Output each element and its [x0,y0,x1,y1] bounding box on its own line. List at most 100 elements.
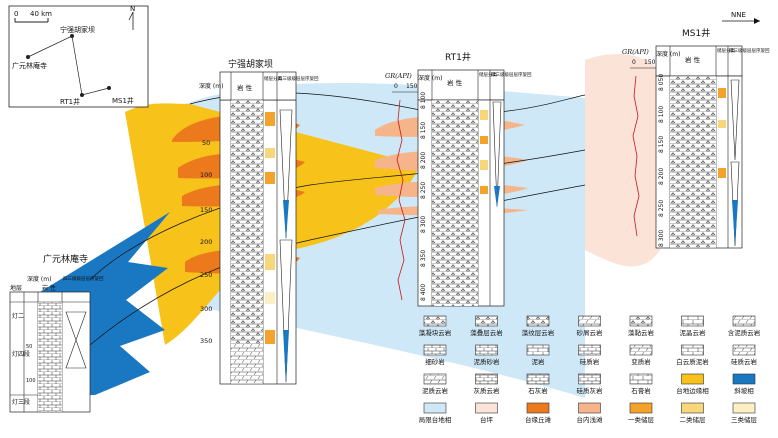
legend-swatch-20 [732,373,756,385]
rt1-gr-min: 0 [394,83,398,90]
guangyuan-formation-1: 灯二 [12,312,24,320]
legend-label-1: 藻叠层云岩 [470,328,503,337]
ningqiang-col-depth: 深度 (m) [199,82,223,90]
rt1-depth-tick-2: 8 150 [420,122,427,139]
guangyuan-formation-2: 灯四段 [12,350,30,358]
legend: 藻凝块云岩藻叠层云岩藻纹层云岩砂屑云岩藻黏云岩泥晶云岩含泥质云岩细砂岩泥质砂岩泥… [419,315,761,424]
legend-swatch-14 [423,373,447,385]
legend-swatch-12 [681,344,704,356]
guangyuan-col-seq: 四三级级层层序旋回 [63,275,104,282]
legend-swatch-1 [475,315,498,327]
legend-label-27: 三类储层 [731,415,758,424]
legend-label-26: 二类储层 [680,415,707,424]
rt1-col-lith: 岩 性 [447,78,463,87]
ningqiang-depth-tick-1: 50 [202,139,210,147]
ningqiang-depth-tick-5: 250 [200,271,212,279]
rt1-gr-label: GR(API) [385,72,412,80]
direction-label: NNE [731,11,746,19]
legend-swatch-9 [526,344,550,356]
legend-label-11: 变质岩 [631,357,651,366]
legend-label-5: 泥晶云岩 [680,328,707,337]
section-ms1: MS1井 GR(API) 0 150 深度 (m) 岩 性 储层分类 四三级级层… [622,27,770,249]
ningqiang-depth-tick-7: 350 [200,337,212,345]
legend-swatch-8 [475,344,498,356]
legend-swatch-22 [475,402,498,414]
guangyuan-title: 广元林庵寺 [43,253,88,265]
ms1-depth-tick-2: 8 100 [658,106,665,123]
ningqiang-depth-tick-4: 200 [200,238,212,246]
ms1-gr-max: 150 [644,59,656,66]
legend-swatch-19 [681,373,704,385]
legend-label-24: 台内浅滩 [577,415,604,424]
guangyuan-formation-3: 灯三段 [12,398,30,406]
rt1-depth-tick-1: 8 100 [420,92,427,109]
legend-label-23: 台缘丘滩 [525,415,552,424]
north-label: N [130,5,135,13]
legend-label-20: 斜坡相 [734,386,754,395]
legend-label-13: 硅质云岩 [731,357,758,366]
legend-label-16: 石灰岩 [528,386,548,395]
ms1-title: MS1井 [682,27,710,39]
legend-swatch-21 [423,402,447,414]
rt1-col-seq: 四三级级层层序旋回 [491,71,532,78]
rt1-gr-max: 150 [406,83,418,90]
legend-swatch-25 [629,402,653,414]
rt1-title: RT1井 [445,51,471,63]
legend-label-25: 一类储层 [628,415,655,424]
legend-swatch-0 [423,315,447,327]
direction-arrow: NNE [722,11,760,24]
legend-swatch-17 [578,373,601,385]
legend-label-6: 含泥质云岩 [728,328,761,337]
legend-label-14: 泥质云岩 [422,386,449,395]
rt1-col-reservoir: 储层分类 [479,71,497,78]
map-label-ms1: MS1井 [112,96,134,105]
legend-swatch-15 [475,373,498,385]
section-ningqiang: 宁强胡家坝 深度 (m) 岩 性 储层分类 四三级级层层序旋回 50 100 1… [199,58,319,385]
ms1-gr-label: GR(API) [622,48,649,56]
ms1-depth-tick-5: 8 250 [658,200,665,217]
legend-swatch-6 [732,315,756,327]
section-rt1: RT1井 GR(API) 0 150 深度 (m) 岩 性 储层分类 四三级级层… [385,51,532,307]
ms1-depth-tick-4: 8 200 [658,168,665,185]
legend-label-22: 台坪 [480,415,494,424]
ms1-depth-tick-3: 8 150 [658,136,665,153]
ms1-gr-min: 0 [632,59,636,66]
legend-label-10: 硅质岩 [580,357,600,366]
north-arrow-icon [128,11,134,30]
legend-label-3: 砂屑云岩 [577,328,604,337]
guangyuan-depth-tick-1: 50 [26,344,32,350]
ms1-depth-tick-6: 8 300 [658,230,665,247]
legend-swatch-13 [732,344,756,356]
ms1-gr-curve [632,75,640,237]
legend-label-9: 泥岩 [532,357,546,366]
legend-label-17: 硅质灰岩 [577,386,604,395]
ms1-col-reservoir: 储层分类 [717,47,735,54]
ningqiang-col-lith: 岩 性 [237,83,253,92]
map-scale-label: 40 km [30,10,52,18]
tidal-flat-facies [585,53,660,267]
legend-swatch-5 [681,315,704,327]
rt1-gr-curve [396,99,406,301]
legend-swatch-2 [526,315,550,327]
ms1-col-seq: 四三级级层层序旋回 [729,47,770,54]
legend-swatch-26 [681,402,704,414]
legend-label-15: 灰质云岩 [474,386,501,395]
legend-label-8: 泥质砂岩 [474,357,501,366]
ningqiang-col-reservoir: 储层分类 [264,75,282,82]
legend-label-18: 石膏岩 [631,386,651,395]
legend-label-7: 细砂岩 [425,357,445,366]
legend-swatch-3 [578,315,601,327]
legend-label-2: 藻纹层云岩 [522,328,555,337]
legend-swatch-18 [629,373,653,385]
guangyuan-depth-tick-2: 100 [26,378,36,384]
rt1-depth-tick-6: 8 350 [420,250,427,267]
guangyuan-col-lith: 岩 性 [42,284,56,292]
legend-swatch-23 [526,402,550,414]
rt1-depth-tick-4: 8 250 [420,182,427,199]
legend-label-19: 台地边缘相 [676,386,709,395]
map-label-guangyuan: 广元林庵寺 [12,61,47,70]
legend-label-0: 藻凝块云岩 [419,328,452,337]
guangyuan-col-strata: 地层 [10,284,22,292]
ningqiang-depth-tick-3: 150 [200,206,212,214]
